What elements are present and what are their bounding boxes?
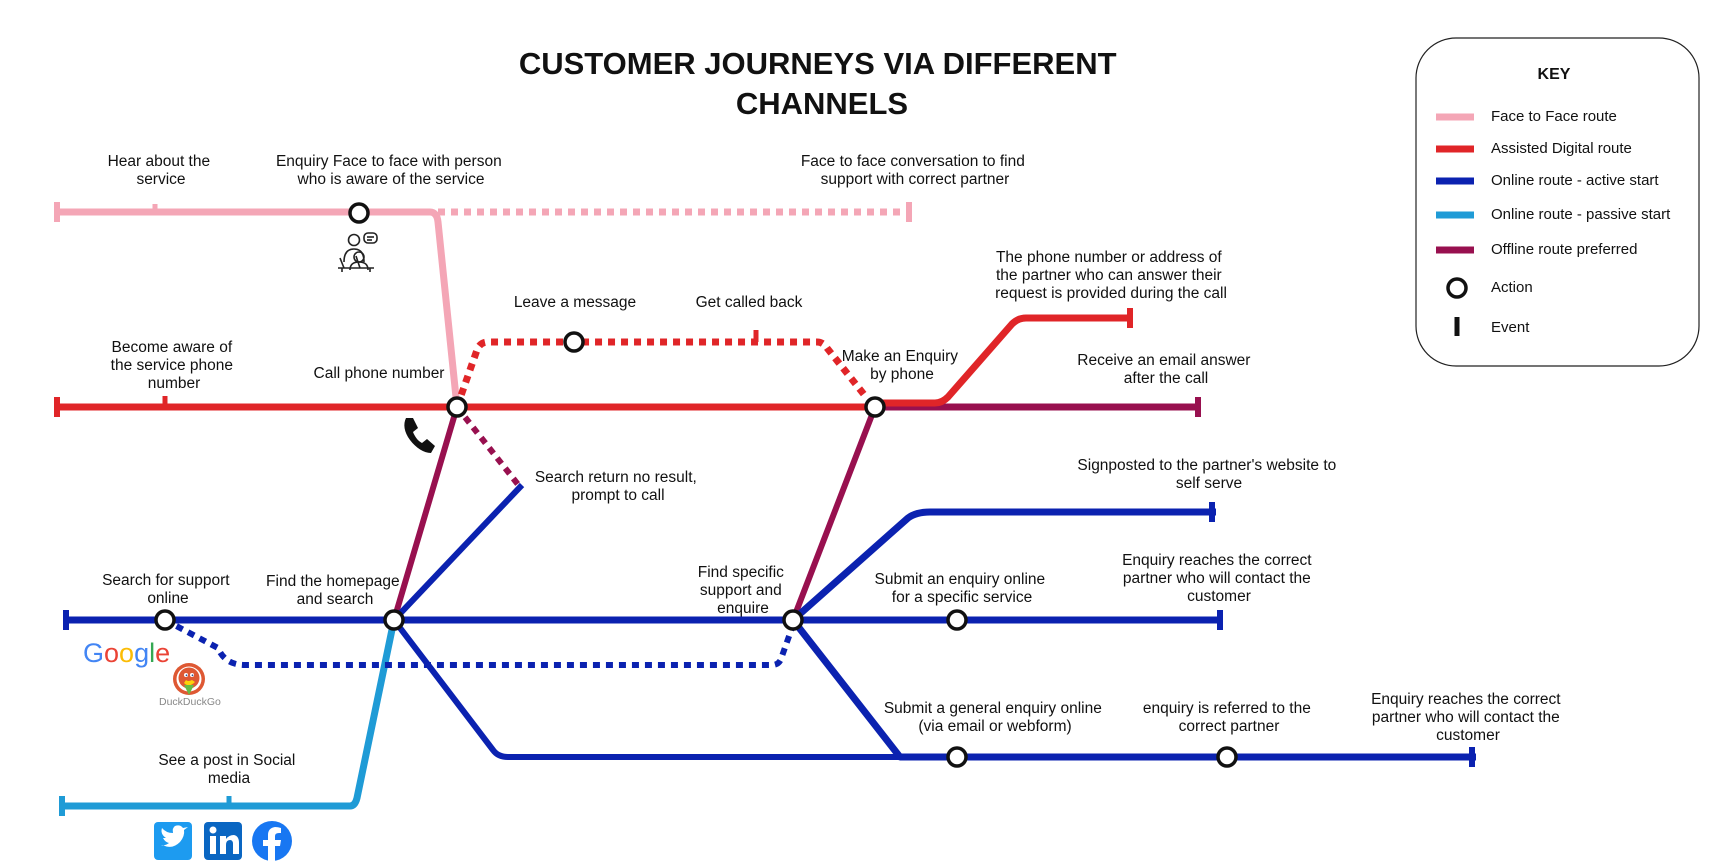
label-enquiry-reaches-2: Enquiry reaches the correct partner who … <box>1371 691 1565 744</box>
key-title: KEY <box>1538 66 1571 83</box>
node-find-specific <box>782 609 804 631</box>
face-to-face-people-icon <box>338 232 378 272</box>
online-passive-route <box>62 619 398 810</box>
label-make-enquiry: Make an Enquiry by phone <box>842 348 963 383</box>
duckduckgo-icon <box>173 663 205 695</box>
offline-route-1 <box>391 406 460 621</box>
step-labels: Hear about the service Enquiry Face to f… <box>102 153 1565 787</box>
label-search-no-result: Search return no result, prompt to call <box>535 469 701 504</box>
node-make-enquiry-phone <box>864 396 886 418</box>
key-label: Online route - passive start <box>1491 206 1671 223</box>
assisted-digital-dotted <box>453 338 869 409</box>
phone-icon <box>404 418 435 453</box>
online-active-to-no-result <box>391 482 525 623</box>
key-legend: KEY Face to Face route Assisted Digital … <box>1415 37 1700 367</box>
label-call-phone: Call phone number <box>314 365 445 382</box>
label-submit-specific: Submit an enquiry online for a specific … <box>875 571 1050 606</box>
duckduckgo-logo-text: DuckDuckGo <box>159 696 221 708</box>
label-referred: enquiry is referred to the correct partn… <box>1143 700 1315 735</box>
label-submit-general: Submit a general enquiry online (via ema… <box>884 700 1106 735</box>
key-box <box>1415 37 1700 367</box>
node-call-phone <box>446 396 468 418</box>
key-label: Event <box>1491 319 1530 336</box>
label-enquiry-reaches-1: Enquiry reaches the correct partner who … <box>1122 552 1316 605</box>
label-find-homepage: Find the homepage and search <box>266 573 404 608</box>
label-get-called-back: Get called back <box>696 294 803 311</box>
page-title: CUSTOMER JOURNEYS VIA DIFFERENT CHANNELS <box>519 46 1125 121</box>
facebook-icon <box>252 821 292 861</box>
label-enquiry-face-to-face: Enquiry Face to face with person who is … <box>276 153 506 188</box>
event-markers <box>54 202 1475 816</box>
online-active-lower-from-homepage <box>391 618 900 760</box>
node-find-homepage <box>383 609 405 631</box>
node-referred <box>1216 746 1238 768</box>
assisted-digital-branch <box>875 314 1128 407</box>
online-active-signpost-route <box>790 508 1216 623</box>
node-submit-general <box>946 746 968 768</box>
routes <box>57 208 1476 810</box>
key-label: Online route - active start <box>1491 172 1659 189</box>
node-search-support <box>154 609 176 631</box>
offline-dotted-route <box>454 405 523 489</box>
label-social-post: See a post in Social media <box>158 752 299 787</box>
key-label: Offline route preferred <box>1491 241 1637 258</box>
face-to-face-route <box>57 208 461 408</box>
key-label: Action <box>1491 279 1533 296</box>
label-f2f-conversation: Face to face conversation to find suppor… <box>801 153 1029 188</box>
node-leave-message <box>563 331 585 353</box>
label-phone-provided: The phone number or address of the partn… <box>995 249 1227 302</box>
key-label: Face to Face route <box>1491 108 1617 125</box>
online-active-dotted <box>163 617 796 668</box>
twitter-icon <box>154 822 192 860</box>
label-find-specific: Find specific support and enquire <box>698 564 788 617</box>
label-leave-message: Leave a message <box>514 294 636 311</box>
google-logo: Google <box>83 638 170 668</box>
node-submit-specific <box>946 609 968 631</box>
label-hear-about: Hear about the service <box>108 153 215 188</box>
key-action-node <box>1446 277 1468 299</box>
offline-route-2 <box>790 405 878 622</box>
label-email-answer: Receive an email answer after the call <box>1077 352 1254 387</box>
linkedin-icon <box>204 822 242 860</box>
online-active-lower-route <box>790 617 1476 761</box>
key-label: Assisted Digital route <box>1491 140 1632 157</box>
label-search-support: Search for support online <box>102 572 234 607</box>
label-aware-phone: Become aware of the service phone number <box>111 339 238 392</box>
node-enquiry-face-to-face <box>348 202 370 224</box>
label-signposted: Signposted to the partner's website to s… <box>1077 457 1340 492</box>
action-nodes <box>154 202 1238 768</box>
